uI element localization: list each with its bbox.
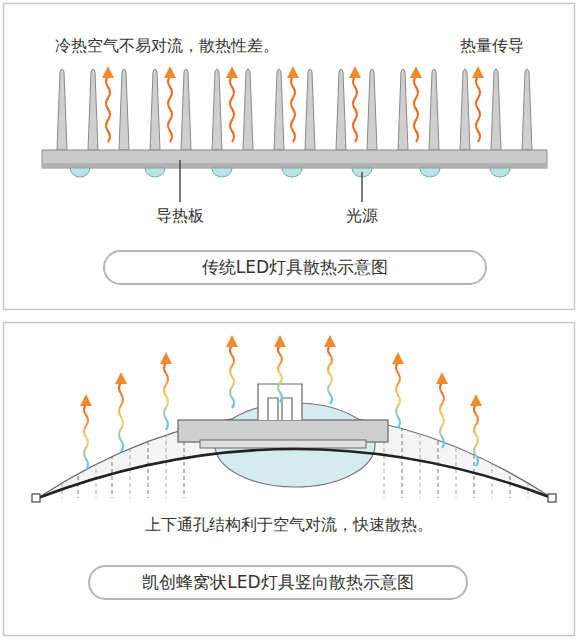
- airflow-arrow: [328, 345, 332, 404]
- heat-arrow: [476, 76, 480, 142]
- fin: [150, 69, 160, 150]
- cell-wall: [220, 350, 221, 420]
- fin: [57, 69, 67, 150]
- cell-wall: [130, 350, 131, 500]
- led: [145, 168, 165, 177]
- heat-plate-edge: [42, 163, 547, 168]
- text-label: 冷热空气不易对流，散热性差。: [55, 36, 279, 56]
- heat-arrow: [230, 76, 234, 142]
- heat-plate: [42, 150, 547, 168]
- leader-line: [179, 160, 180, 202]
- fin: [460, 69, 470, 150]
- airflow-arrow: [119, 382, 123, 452]
- heat-arrow-head: [349, 66, 361, 78]
- fin: [367, 69, 377, 150]
- caption-pill: 凯创蜂窝状LED灯具竖向散热示意图: [88, 565, 468, 600]
- cell-wall: [62, 350, 63, 500]
- caption-pill: 传统LED灯具散热示意图: [103, 250, 487, 285]
- fin: [522, 69, 532, 150]
- cell-wall: [112, 350, 113, 500]
- airflow-arrow: [474, 404, 478, 466]
- text-label: 导热板: [156, 206, 204, 226]
- text-label: 光源: [346, 206, 378, 226]
- airflow-arrow-head: [324, 335, 336, 347]
- heat-arrow-head: [102, 66, 114, 78]
- led: [420, 168, 440, 177]
- heat-sink-fins: [57, 69, 532, 150]
- heat-arrow-head: [410, 66, 422, 78]
- leader-line: [361, 172, 362, 202]
- airflow-arrow: [84, 404, 88, 470]
- airflow-arrow: [230, 345, 234, 408]
- text-label: 上下通孔结构利于空气对流，快速散热。: [145, 515, 433, 535]
- fin: [305, 69, 315, 150]
- led: [282, 168, 302, 177]
- airflow-arrow: [440, 382, 444, 448]
- heat-arrow-head: [472, 66, 484, 78]
- cell-wall: [402, 350, 403, 500]
- cell-wall: [474, 350, 475, 500]
- caption-text: 传统LED灯具散热示意图: [202, 256, 388, 279]
- fin: [429, 69, 439, 150]
- fin: [88, 69, 98, 150]
- heat-arrow: [291, 76, 295, 142]
- honeycomb-lamp: [32, 350, 556, 502]
- fin: [398, 69, 408, 150]
- heat-arrow: [106, 76, 110, 142]
- airflow-arrow-head: [470, 394, 482, 406]
- airflow-arrow-head: [392, 352, 404, 364]
- led-sources: [70, 168, 510, 177]
- heat-arrow: [353, 76, 357, 142]
- cell-wall: [342, 350, 343, 420]
- panel-frame: [4, 4, 575, 310]
- cell-wall: [148, 350, 149, 500]
- fin: [491, 69, 501, 150]
- text-label: 热量传导: [460, 36, 524, 56]
- heat-arrow: [414, 76, 418, 142]
- cell-wall: [198, 350, 199, 420]
- cell-wall: [78, 350, 79, 500]
- fin: [243, 69, 253, 150]
- cell-wall: [420, 350, 421, 500]
- caption-text: 凯创蜂窝状LED灯具竖向散热示意图: [142, 571, 413, 594]
- fin: [119, 69, 129, 150]
- cell-wall: [364, 350, 365, 420]
- airflow-arrow-head: [80, 394, 92, 406]
- fin: [181, 69, 191, 150]
- heat-arrow-head: [164, 66, 176, 78]
- heat-arrow-head: [287, 66, 299, 78]
- airflow-arrow: [396, 362, 400, 428]
- fin: [274, 69, 284, 150]
- airflow-arrows: [80, 335, 482, 470]
- airflow-arrow-head: [115, 372, 127, 384]
- airflow-arrow-head: [226, 335, 238, 347]
- heat-arrow: [168, 76, 172, 142]
- fin: [336, 69, 346, 150]
- cell-wall: [510, 350, 511, 500]
- airflow-arrow-head: [274, 335, 286, 347]
- fin: [212, 69, 222, 150]
- airflow-arrow-head: [436, 372, 448, 384]
- cell-wall: [438, 350, 439, 500]
- airflow-arrow: [164, 362, 168, 430]
- led: [490, 168, 510, 177]
- airflow-arrow: [278, 345, 282, 402]
- led: [212, 168, 232, 177]
- cell-wall: [456, 350, 457, 500]
- heat-arrow-head: [226, 66, 238, 78]
- airflow-arrow-head: [160, 352, 172, 364]
- heat-arrows: [102, 66, 484, 142]
- panel-frame: [4, 323, 575, 636]
- led: [70, 168, 90, 177]
- cell-wall: [528, 350, 529, 500]
